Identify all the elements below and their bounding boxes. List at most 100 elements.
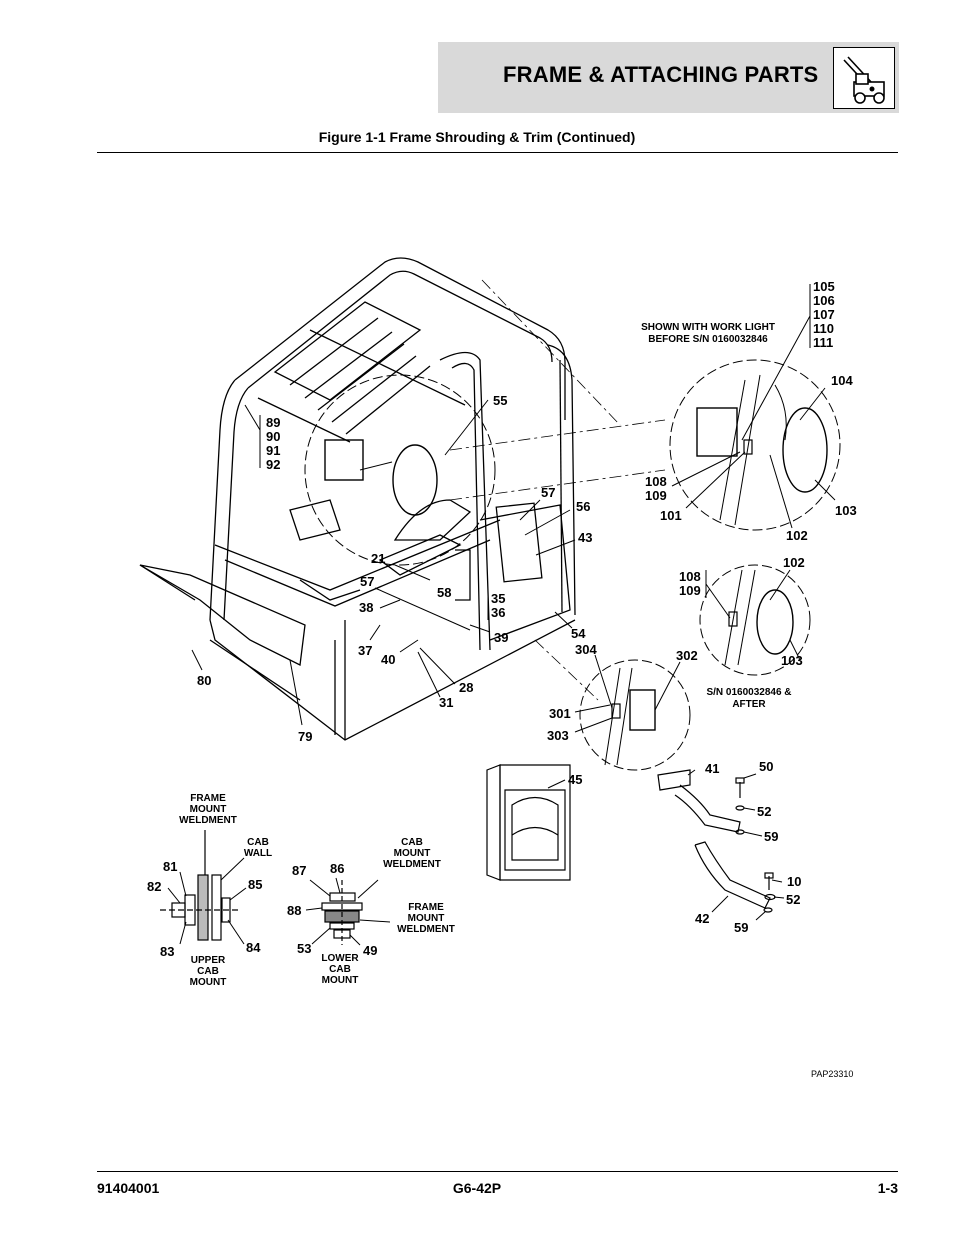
callout-302: 302: [676, 648, 698, 663]
callout-109-b: 109: [679, 583, 701, 598]
callout-54: 54: [571, 626, 586, 641]
after-sn-detail: [699, 564, 811, 676]
label-cab-wall-1: CAB: [247, 837, 269, 848]
callout-58: 58: [437, 585, 451, 600]
callout-102-a: 102: [786, 528, 808, 543]
callout-leaders: [167, 284, 836, 946]
callout-109-a: 109: [645, 488, 667, 503]
work-light-detail: [669, 359, 841, 531]
callout-106: 106: [813, 293, 835, 308]
label-lower-cab-mount-2: CAB: [329, 964, 351, 975]
label-lower-cab-mount-3: MOUNT: [322, 975, 359, 986]
callout-303: 303: [547, 728, 569, 743]
callout-56: 56: [576, 499, 590, 514]
mirror-detail-cab: [304, 374, 496, 566]
callout-45: 45: [568, 772, 582, 787]
note-work-light-2: BEFORE S/N 0160032846: [648, 334, 768, 345]
strap-hardware: [657, 769, 776, 913]
label-frame-mount-2: MOUNT: [190, 804, 227, 815]
callout-110: 110: [813, 321, 834, 336]
callout-91: 91: [266, 443, 280, 458]
header-divider: [97, 152, 898, 153]
label-cab-wall-2: WALL: [244, 848, 272, 859]
callout-88: 88: [287, 903, 301, 918]
callout-57-b: 57: [360, 574, 374, 589]
figure-reference: PAP23310: [811, 1069, 853, 1079]
callout-84: 84: [246, 940, 261, 955]
callout-21: 21: [371, 551, 385, 566]
callout-304: 304: [575, 642, 597, 657]
label-cab-mount-1: CAB: [401, 837, 423, 848]
label-upper-cab-mount-3: MOUNT: [190, 977, 227, 988]
note-after-sn-1: S/N 0160032846 &: [706, 687, 791, 698]
callout-301: 301: [549, 706, 571, 721]
lower-cab-mount-detail: [321, 880, 363, 945]
callout-57-a: 57: [541, 485, 555, 500]
callout-82: 82: [147, 879, 161, 894]
callout-86: 86: [330, 861, 344, 876]
callout-numbers: 105 106 107 110 111 104 55 89 90 91 92 1…: [147, 279, 857, 959]
callout-55: 55: [493, 393, 507, 408]
mirror-bracket-detail: [579, 659, 691, 771]
callout-79: 79: [298, 729, 312, 744]
callout-38: 38: [359, 600, 373, 615]
callout-104: 104: [831, 373, 853, 388]
label-cab-mount-3: WELDMENT: [383, 859, 441, 870]
callout-53: 53: [297, 941, 311, 956]
label-frame-mount-b1: FRAME: [408, 902, 444, 913]
callout-103-a: 103: [835, 503, 857, 518]
callout-50: 50: [759, 759, 773, 774]
callout-90: 90: [266, 429, 280, 444]
label-cab-mount-2: MOUNT: [394, 848, 431, 859]
label-frame-mount-b2: MOUNT: [408, 913, 445, 924]
callout-108-a: 108: [645, 474, 667, 489]
callout-41: 41: [705, 761, 719, 776]
cab-frame-drawing: [139, 257, 576, 741]
telehandler-icon: [833, 47, 895, 109]
section-header: [438, 42, 899, 113]
figure-title: Figure 1-1 Frame Shrouding & Trim (Conti…: [318, 129, 636, 145]
label-frame-mount-3: WELDMENT: [179, 815, 237, 826]
callout-83: 83: [160, 944, 174, 959]
callout-31: 31: [439, 695, 453, 710]
callout-108-b: 108: [679, 569, 701, 584]
callout-102-b: 102: [783, 555, 805, 570]
callout-107: 107: [813, 307, 835, 322]
callout-85: 85: [248, 877, 262, 892]
callout-89: 89: [266, 415, 280, 430]
callout-87: 87: [292, 863, 306, 878]
note-after-sn-2: AFTER: [732, 699, 766, 710]
callout-59-b: 59: [734, 920, 748, 935]
callout-37: 37: [358, 643, 372, 658]
callout-43: 43: [578, 530, 592, 545]
label-upper-cab-mount-2: CAB: [197, 966, 219, 977]
upper-cab-mount-detail: [160, 830, 240, 941]
side-panel-45: [486, 764, 571, 881]
callout-49: 49: [363, 943, 377, 958]
callout-36: 36: [491, 605, 505, 620]
callout-101: 101: [660, 508, 682, 523]
label-upper-cab-mount-1: UPPER: [191, 955, 226, 966]
callout-39: 39: [494, 630, 508, 645]
model-number: G6-42P: [452, 1180, 502, 1196]
callout-92: 92: [266, 457, 280, 472]
callout-28: 28: [459, 680, 473, 695]
callout-52-b: 52: [786, 892, 800, 907]
doc-number: 91404001: [97, 1180, 160, 1196]
callout-59-a: 59: [764, 829, 778, 844]
note-work-light-1: SHOWN WITH WORK LIGHT: [641, 322, 775, 333]
detail-leader-lines: [449, 279, 666, 701]
label-frame-mount-1: FRAME: [190, 793, 226, 804]
callout-103-b: 103: [781, 653, 803, 668]
page-number: 1-3: [877, 1180, 898, 1196]
label-frame-mount-b3: WELDMENT: [397, 924, 455, 935]
callout-35: 35: [491, 591, 505, 606]
footer-divider: [97, 1171, 898, 1172]
callout-81: 81: [163, 859, 177, 874]
callout-40: 40: [381, 652, 395, 667]
callout-105: 105: [813, 279, 835, 294]
callout-111: 111: [813, 335, 833, 350]
callout-42: 42: [695, 911, 709, 926]
callout-80: 80: [197, 673, 211, 688]
